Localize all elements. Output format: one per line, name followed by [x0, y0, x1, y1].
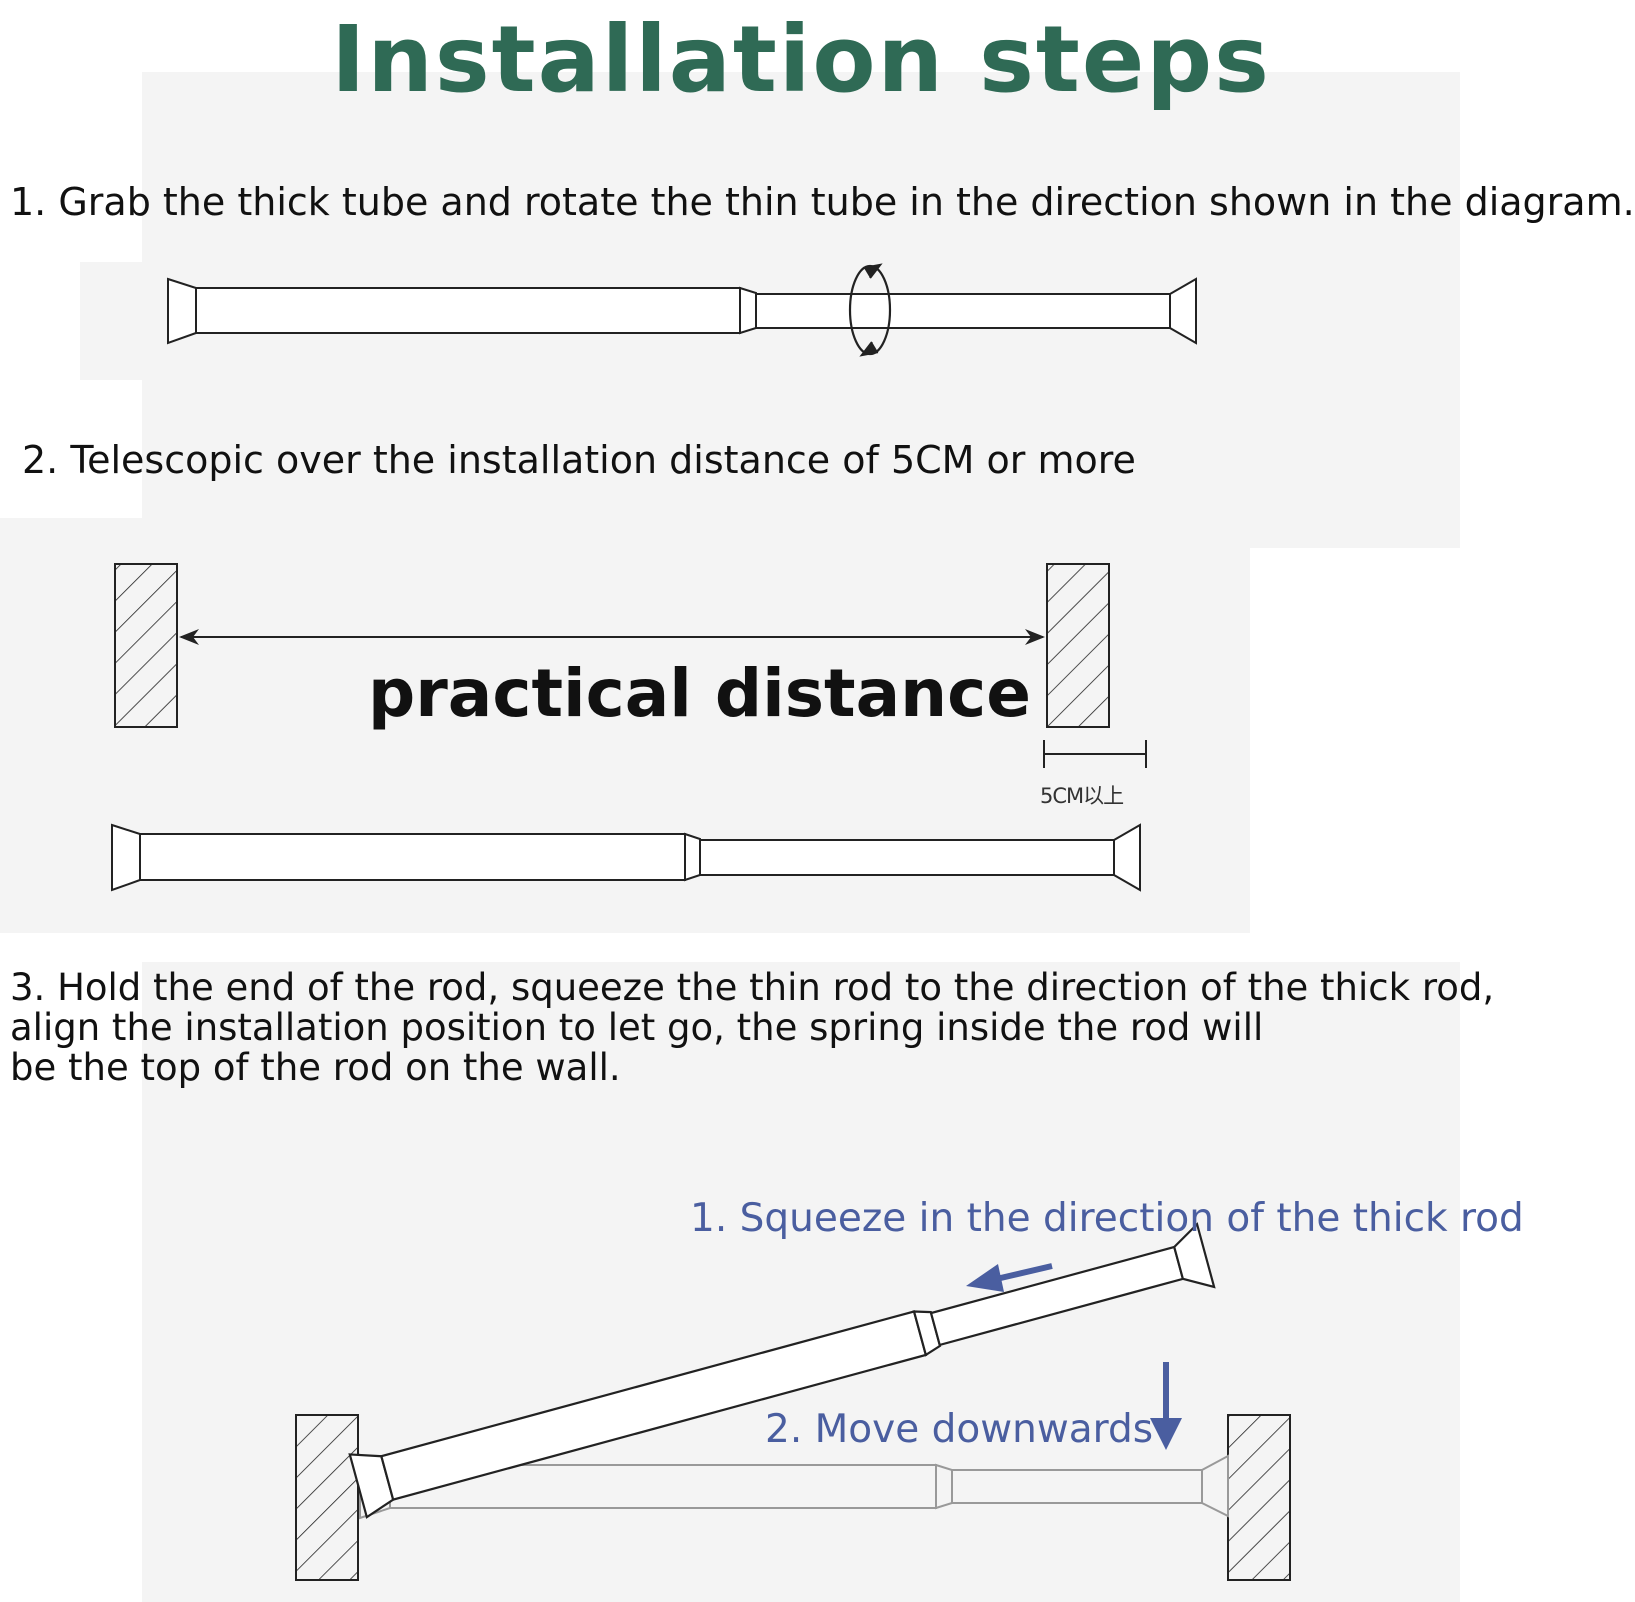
thick-tube: [139, 833, 686, 881]
step-3-line: be the top of the rod on the wall.: [10, 1046, 621, 1089]
rod-end-cap-right: [1169, 277, 1197, 345]
step-3-line: 3. Hold the end of the rod, squeeze the …: [10, 966, 1495, 1009]
wall-right: [1046, 563, 1110, 728]
step-3-line: align the installation position to let g…: [10, 1006, 1264, 1049]
gap-dimension: [1043, 740, 1147, 768]
rod-diagram-2: [111, 823, 1141, 892]
rod-end-cap-left: [111, 823, 141, 892]
install-diagram: [295, 1222, 1291, 1581]
rod-end-cap-right: [1113, 823, 1141, 892]
thick-tube: [195, 287, 741, 334]
wall-left: [114, 563, 178, 728]
wall-left: [295, 1414, 359, 1581]
distance-label: practical distance: [368, 655, 1031, 732]
tube-collar: [739, 286, 757, 335]
gap-label: 5CM以上: [1040, 784, 1124, 808]
thin-tube: [699, 839, 1115, 876]
rod-diagram-1: [167, 263, 1197, 357]
rotation-arrow-icon: [848, 263, 892, 357]
tube-collar: [684, 832, 701, 882]
diagram-canvas: [111, 263, 1291, 1581]
down-arrow-icon: [1150, 1362, 1182, 1450]
page-title: Installation steps: [331, 6, 1271, 113]
rod-end-cap-left: [167, 277, 197, 345]
squeeze-arrow-icon: [966, 1263, 1053, 1292]
move-annotation: 2. Move downwards: [765, 1407, 1154, 1452]
thin-tube: [755, 293, 1171, 329]
squeeze-annotation: 1. Squeeze in the direction of the thick…: [690, 1196, 1524, 1241]
wall-diagram: [114, 563, 1147, 768]
step-2-instruction: 2. Telescopic over the installation dist…: [22, 438, 1136, 482]
step-3-instruction: 3. Hold the end of the rod, squeeze the …: [10, 968, 1494, 1088]
step-1-instruction: 1. Grab the thick tube and rotate the th…: [10, 180, 1635, 224]
rod-tilted: [348, 1222, 1216, 1519]
wall-right: [1227, 1414, 1291, 1581]
